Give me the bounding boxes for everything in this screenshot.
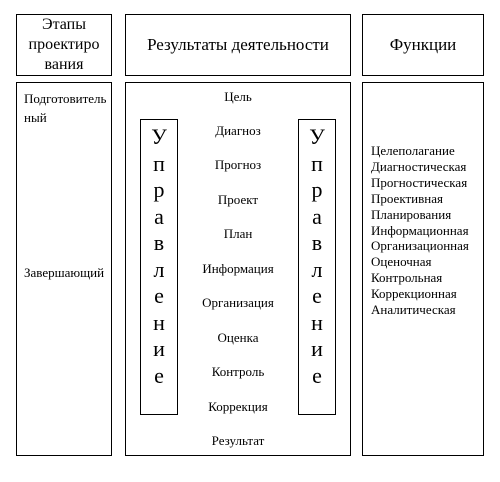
function-item: Диагностическая [371,158,467,174]
management-vertical-right: У п р а в л е н и е [298,119,336,415]
header-functions-label: Функции [389,35,457,54]
result-step-goal: Цель [224,89,252,104]
result-step-result: Результат [211,433,265,448]
management-letter: а [312,203,322,229]
management-letter: р [153,177,165,202]
result-step-project: Проект [217,192,259,207]
header-stages: Этапы проектиро вания [16,14,112,76]
function-item: Проективная [371,190,443,206]
header-stages-line-2: проектиро [28,36,100,53]
result-step-forecast: Прогноз [214,157,262,172]
stage-preparatory: Подготовительный [24,91,107,125]
results-column: Цель Диагноз Прогноз Проект План Информа… [125,82,351,456]
management-letter: и [153,336,165,361]
header-functions: Функции [362,14,484,76]
management-letter: р [311,177,323,202]
management-letter: л [311,256,323,282]
function-item: Оценочная [371,254,432,270]
result-step-plan: План [223,226,253,241]
management-letter: в [311,230,323,255]
result-step-correction: Коррекция [208,399,268,414]
function-item: Коррекционная [371,286,457,302]
functions-list: Целеполагание Диагностическая Прогностич… [371,143,479,318]
result-step-diagnosis: Диагноз [215,123,261,138]
management-letter: и [311,336,323,361]
management-letter: е [312,362,322,388]
management-vertical-left: У п р а в л е н и е [140,119,178,415]
stage-final: Завершающий [24,265,105,280]
header-stages-line-1: Этапы [42,16,86,33]
function-item: Аналитическая [371,302,456,318]
result-step-control: Контроль [211,364,265,379]
function-item: Контрольная [371,270,443,286]
management-letter: п [311,150,323,176]
management-letter: е [154,283,164,308]
functions-column: Целеполагание Диагностическая Прогностич… [362,82,484,456]
management-letter: н [153,309,165,335]
function-item: Планирования [371,206,452,222]
management-letter: а [154,203,164,229]
header-stages-line-3: вания [44,56,84,73]
management-letter: п [153,150,165,176]
result-step-evaluation: Оценка [217,330,259,345]
function-item: Организационная [371,238,469,254]
management-letter: У [151,124,167,149]
management-letter: е [154,362,164,388]
management-letter: е [312,283,322,308]
management-letter: л [153,256,165,282]
function-item: Информационная [371,222,469,238]
function-item: Целеполагание [371,143,455,158]
function-item: Прогностическая [371,174,468,190]
management-letter: в [153,230,165,255]
header-results-label: Результаты деятельности [147,35,329,54]
result-step-information: Информация [202,261,274,276]
management-letter: У [309,124,325,149]
header-results: Результаты деятельности [125,14,351,76]
management-letter: н [311,309,323,335]
stages-column: Подготовительный Завершающий [16,82,112,456]
result-step-organization: Организация [202,295,274,310]
